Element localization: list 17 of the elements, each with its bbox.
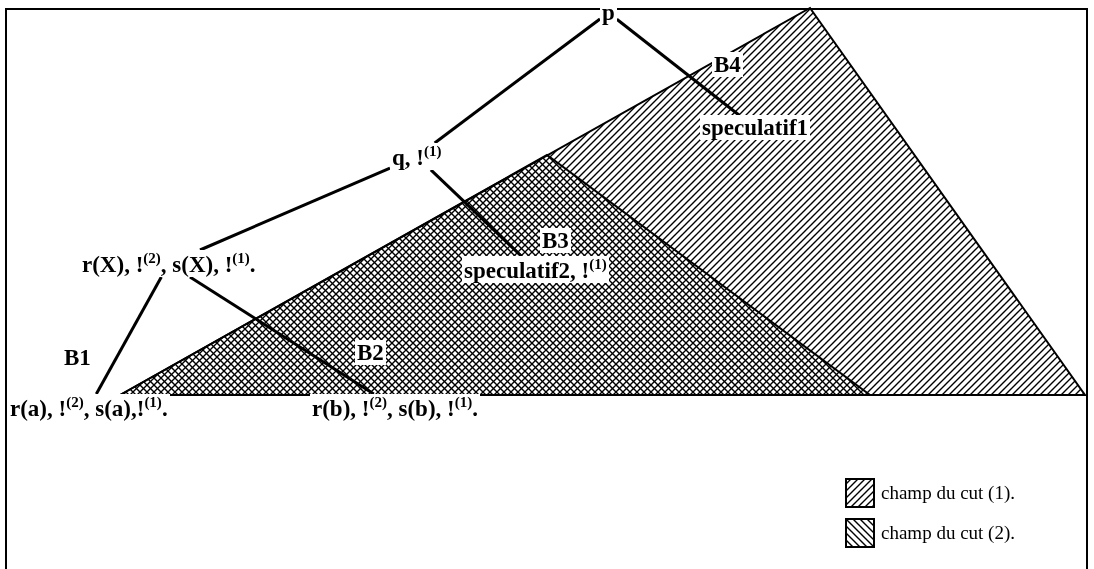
edge-label: B2 [355, 340, 386, 366]
legend-label: champ du cut (2). [881, 522, 1015, 544]
tree-branch-line [199, 166, 391, 252]
tree-node-label: q, !$^{(1)}$ [390, 143, 444, 170]
edge-label: B4 [712, 52, 743, 78]
tree-node-label: r(X), !$^{(2)}$, s(X), !$^{(1)}$. [80, 250, 258, 277]
tree-branch-line [429, 168, 523, 258]
tree-node-label: speculatif1 [700, 115, 811, 141]
tree-node-label: speculatif2, !$^{(1)}$ [462, 256, 609, 283]
tree-node-label: r(b), !$^{(2)}$, s(b), !$^{(1)}$. [310, 394, 480, 421]
edge-label: B3 [540, 228, 571, 254]
tree-branch-line [95, 276, 163, 395]
tree-branch-line [433, 17, 601, 145]
legend-label: champ du cut (1). [881, 482, 1015, 504]
tree-node-label: r(a), !$^{(2)}$, s(a),!$^{(1)}$. [8, 394, 170, 421]
tree-branch-line [189, 275, 375, 396]
tree-branch-line [615, 18, 740, 117]
